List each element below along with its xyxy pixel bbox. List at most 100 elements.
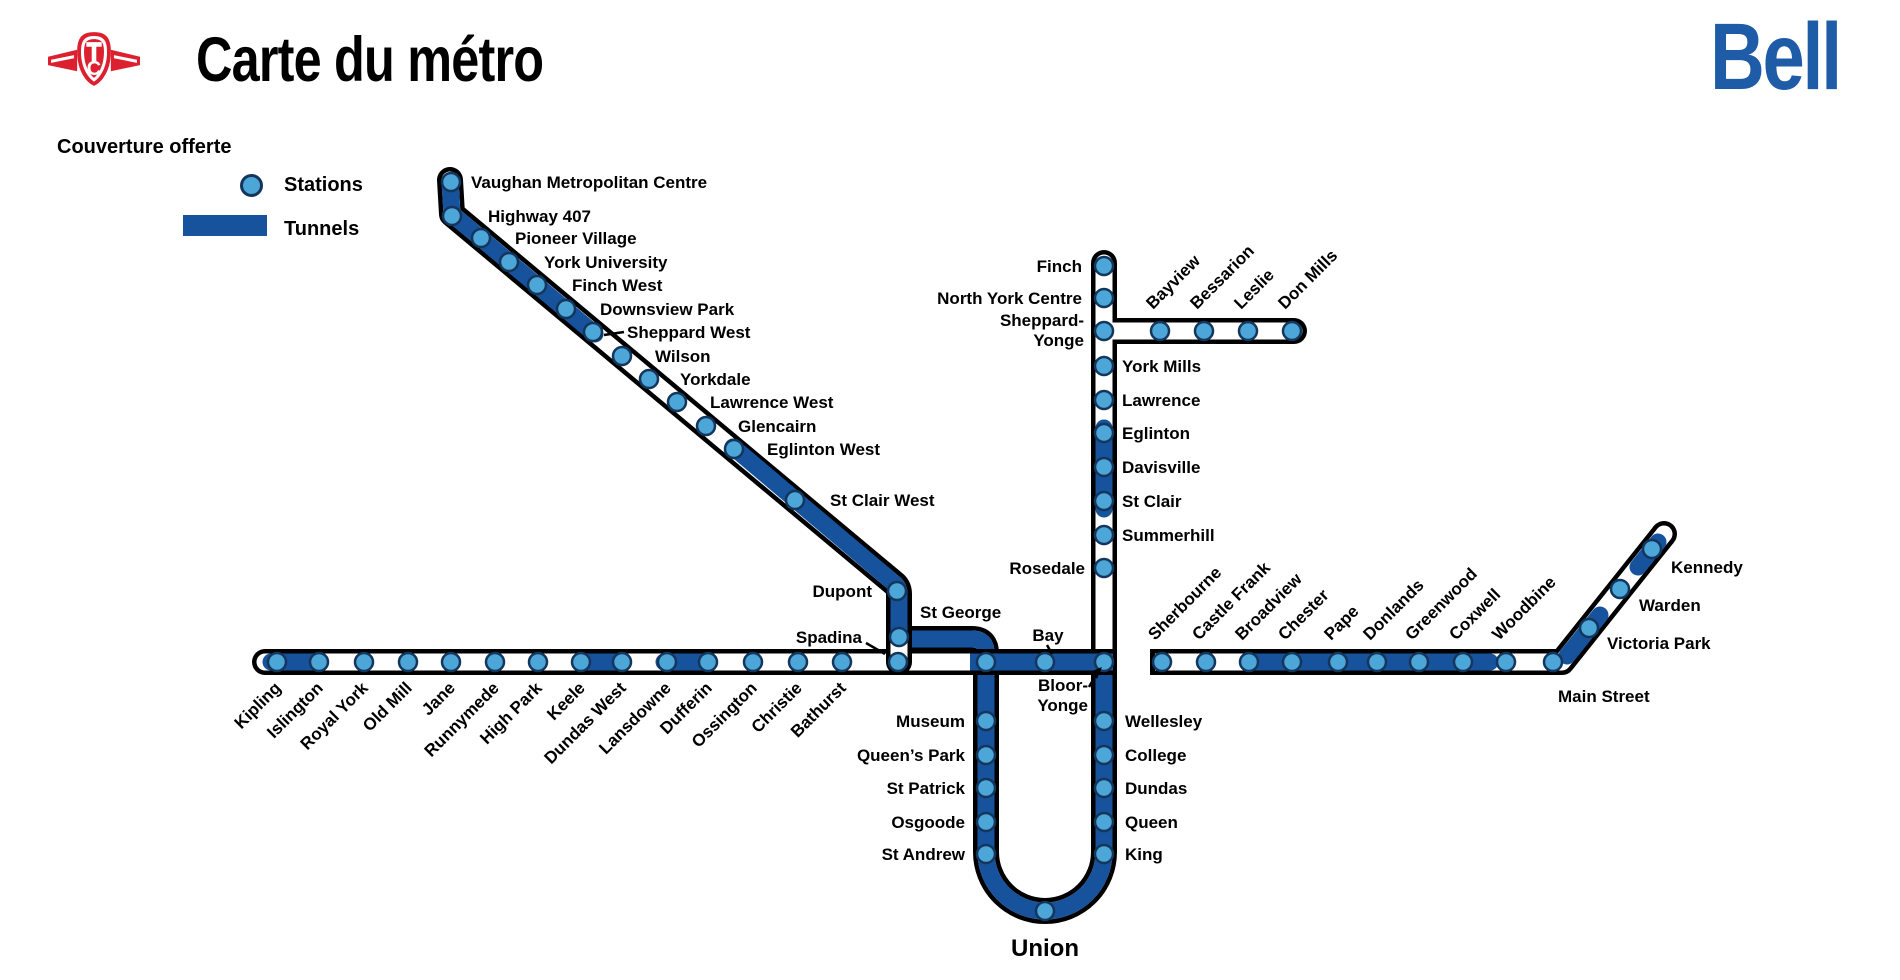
station-dot-coxwell bbox=[1452, 651, 1474, 673]
station-dot-davisville bbox=[1093, 456, 1115, 478]
station-dot-old-mill bbox=[397, 651, 419, 673]
station-dot-bayview bbox=[1149, 320, 1171, 342]
station-dot-downsview-park bbox=[555, 298, 577, 320]
station-dot-bathurst bbox=[831, 651, 853, 673]
station-dot-yorkdale bbox=[638, 368, 660, 390]
station-dot-king bbox=[1093, 843, 1115, 865]
station-label-wilson: Wilson bbox=[655, 347, 711, 366]
station-dot-runnymede bbox=[484, 651, 506, 673]
station-dot-wellesley bbox=[1093, 710, 1115, 732]
station-label-college: College bbox=[1125, 746, 1186, 765]
station-dot-main-street bbox=[1542, 651, 1564, 673]
station-label-pioneer-village: Pioneer Village bbox=[515, 229, 637, 248]
station-label-queen-s-park: Queen’s Park bbox=[857, 746, 966, 765]
station-dot-wilson bbox=[611, 345, 633, 367]
station-dot-glencairn bbox=[695, 415, 717, 437]
station-label-downsview-park: Downsview Park bbox=[600, 300, 735, 319]
station-label-dupont: Dupont bbox=[813, 582, 873, 601]
station-label-vaughan-metropolitan-centre: Vaughan Metropolitan Centre bbox=[471, 173, 707, 192]
station-dot-vaughan-metropolitan-centre bbox=[440, 171, 462, 193]
station-label-sheppard-west: Sheppard West bbox=[627, 323, 751, 342]
station-dot-christie bbox=[787, 651, 809, 673]
station-dot-spadina bbox=[888, 626, 910, 648]
station-dot-warden bbox=[1609, 578, 1631, 600]
station-dot-ossington bbox=[742, 651, 764, 673]
station-dot-greenwood bbox=[1408, 651, 1430, 673]
station-dot-high-park bbox=[527, 651, 549, 673]
station-dot-dundas bbox=[1093, 777, 1115, 799]
station-label-don-mills: Don Mills bbox=[1274, 246, 1341, 313]
page-title: Carte du métro bbox=[196, 25, 544, 95]
station-dot-museum bbox=[975, 710, 997, 732]
station-label-king: King bbox=[1125, 845, 1163, 864]
station-dot-st-clair bbox=[1093, 490, 1115, 512]
station-label-st-patrick: St Patrick bbox=[887, 779, 966, 798]
station-dot-st-clair-west bbox=[784, 489, 806, 511]
station-dot-jane bbox=[440, 651, 462, 673]
station-label-sheppard-yonge: Sheppard- bbox=[1000, 311, 1084, 330]
label-pointer-line bbox=[1045, 644, 1054, 655]
station-dot-leslie bbox=[1237, 320, 1259, 342]
station-dot-finch-west bbox=[526, 274, 548, 296]
station-label-yorkdale: Yorkdale bbox=[680, 370, 751, 389]
station-dot-dundas-west bbox=[611, 651, 633, 673]
station-label-finch-west: Finch West bbox=[572, 276, 663, 295]
station-dot-osgoode bbox=[975, 811, 997, 833]
station-dot-royal-york bbox=[353, 651, 375, 673]
station-label-dundas: Dundas bbox=[1125, 779, 1187, 798]
station-dot-dupont bbox=[886, 580, 908, 602]
ttc-logo-icon: C bbox=[48, 32, 140, 86]
station-label-warden: Warden bbox=[1639, 596, 1701, 615]
station-label-bay: Bay bbox=[1032, 626, 1064, 645]
station-label-york-university: York University bbox=[544, 253, 668, 272]
station-dot-summerhill bbox=[1093, 524, 1115, 546]
station-dot-islington bbox=[308, 651, 330, 673]
station-dot-sheppard-yonge bbox=[1093, 320, 1115, 342]
station-dot-college bbox=[1093, 744, 1115, 766]
station-label-summerhill: Summerhill bbox=[1122, 526, 1215, 545]
station-dot-dufferin bbox=[697, 651, 719, 673]
bell-logo: Bell bbox=[1710, 4, 1842, 110]
station-label-jane: Jane bbox=[418, 678, 459, 719]
station-label-bloor-yonge: Yonge bbox=[1037, 696, 1088, 715]
station-dot-sherbourne bbox=[1151, 651, 1173, 673]
station-dot-lawrence bbox=[1093, 389, 1115, 411]
station-label-finch: Finch bbox=[1037, 257, 1082, 276]
station-dot-bessarion bbox=[1193, 320, 1215, 342]
station-dot-keele bbox=[570, 651, 592, 673]
station-dot-broadview bbox=[1238, 651, 1260, 673]
station-label-york-mills: York Mills bbox=[1122, 357, 1201, 376]
station-dot-st-andrew bbox=[975, 843, 997, 865]
station-label-kennedy: Kennedy bbox=[1671, 558, 1743, 577]
station-label-union: Union bbox=[1011, 935, 1079, 962]
station-dot-castle-frank bbox=[1195, 651, 1217, 673]
line1-northwest-branch-tunnel-segment bbox=[724, 438, 908, 647]
station-label-spadina: Spadina bbox=[796, 628, 863, 647]
station-label-st-george: St George bbox=[920, 603, 1001, 622]
station-label-pape: Pape bbox=[1320, 602, 1362, 644]
station-dot-eglinton bbox=[1093, 422, 1115, 444]
station-dot-st-george bbox=[975, 651, 997, 673]
svg-text:C: C bbox=[87, 58, 101, 80]
station-dot-finch bbox=[1093, 255, 1115, 277]
station-dot-victoria-park bbox=[1578, 617, 1600, 639]
station-label-woodbine: Woodbine bbox=[1488, 573, 1559, 644]
station-dot-highway-407 bbox=[441, 205, 463, 227]
label-pointer-line bbox=[603, 330, 625, 337]
label-pointer-arrowhead bbox=[1090, 667, 1102, 679]
station-dot-bay bbox=[1034, 651, 1056, 673]
station-label-queen: Queen bbox=[1125, 813, 1178, 832]
station-dot-york-university bbox=[498, 251, 520, 273]
station-dot-bloor-yonge bbox=[1093, 651, 1115, 673]
station-dot-woodbine bbox=[1495, 651, 1517, 673]
station-label-eglinton: Eglinton bbox=[1122, 424, 1190, 443]
legend-tunnels-label: Tunnels bbox=[284, 218, 360, 240]
station-label-st-andrew: St Andrew bbox=[882, 845, 966, 864]
station-label-main-street: Main Street bbox=[1558, 687, 1650, 706]
yonge-university-sheppard-tunnel-segment bbox=[899, 630, 1113, 920]
station-label-sheppard-yonge: Yonge bbox=[1033, 331, 1084, 350]
label-pointer-line bbox=[865, 641, 886, 656]
station-dot-queen-s-park bbox=[975, 744, 997, 766]
station-label-highway-407: Highway 407 bbox=[488, 207, 591, 226]
